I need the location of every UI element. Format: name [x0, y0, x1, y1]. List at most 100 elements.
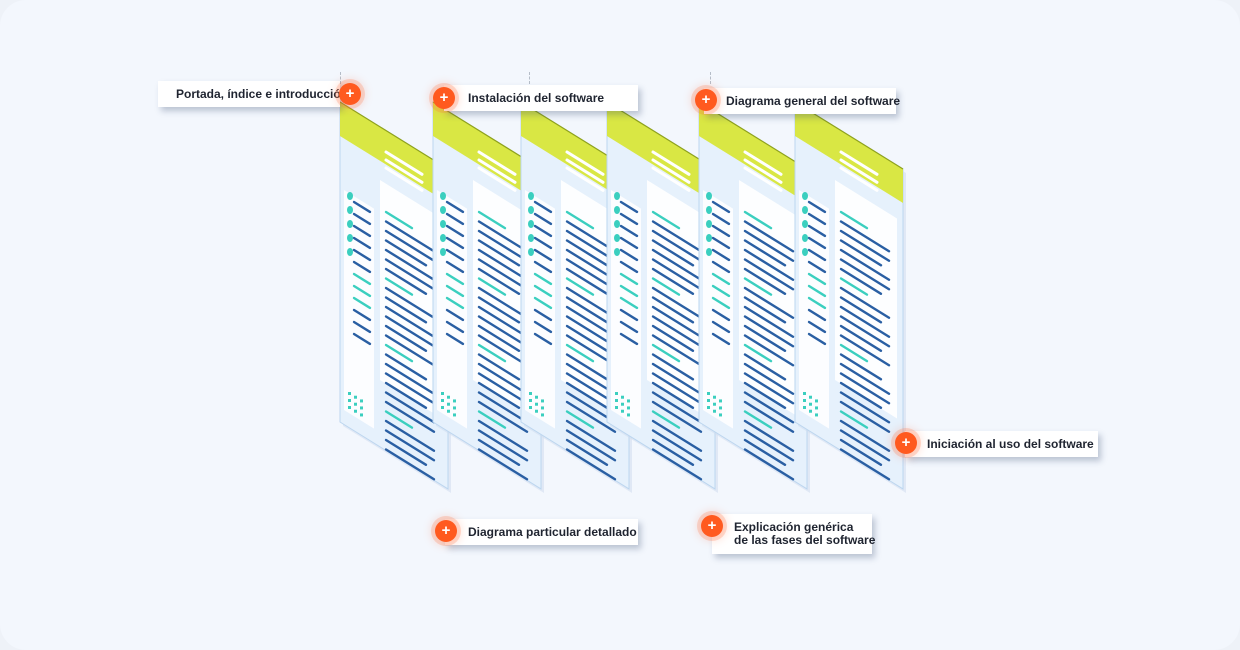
page-title-line — [384, 150, 424, 176]
page-grid-dot — [719, 399, 722, 403]
page-text-line — [651, 343, 681, 363]
page-text-line — [711, 332, 731, 346]
page-text-line — [651, 334, 703, 367]
page-bullet — [614, 220, 620, 228]
page-text-line — [477, 296, 521, 324]
page-text-line — [807, 236, 827, 250]
page-text-line — [619, 296, 639, 310]
page-text-line — [384, 296, 428, 324]
document-page — [432, 101, 544, 493]
page-text-line — [743, 277, 773, 296]
page-grid-dot — [621, 395, 624, 399]
hotspot-diagrama-particular[interactable]: + — [435, 520, 457, 542]
document-page — [698, 101, 810, 493]
page-text-line — [651, 381, 695, 409]
page-text-line — [533, 272, 553, 286]
hotspot-portada[interactable]: + — [339, 83, 361, 105]
page-bullet — [347, 206, 353, 214]
page-grid-dot — [815, 413, 818, 417]
page-bullet — [440, 192, 446, 200]
page-text-line — [533, 200, 553, 214]
page-text-line — [839, 410, 869, 429]
page-text-line — [839, 239, 883, 267]
page-text-line — [445, 296, 465, 310]
page-text-line — [711, 296, 731, 310]
page-text-line — [445, 332, 465, 346]
page-text-line — [839, 448, 891, 481]
page-text-line — [619, 212, 639, 226]
page-text-line — [839, 248, 891, 281]
page-text-line — [384, 267, 428, 295]
page-grid-dot — [803, 406, 806, 409]
hotspot-iniciacion[interactable]: + — [895, 432, 917, 454]
page-text-line — [477, 267, 521, 295]
page-grid-dot — [809, 409, 812, 413]
page-text-line — [807, 284, 827, 298]
page-text-line — [619, 308, 639, 322]
page-text-line — [839, 267, 883, 295]
page-text-line — [565, 381, 609, 409]
hotspot-instalacion[interactable]: + — [433, 87, 455, 109]
page-text-line — [839, 229, 891, 262]
page-title-line — [565, 166, 605, 192]
page-text-line — [565, 296, 609, 324]
page-text-line — [477, 362, 529, 395]
page-text-line — [384, 210, 414, 230]
callout-label-diagrama-general: Diagrama general del software — [726, 94, 901, 108]
page-grid-dot — [360, 399, 363, 403]
page-text-line — [384, 391, 436, 424]
page-text-line — [533, 260, 553, 274]
page-title-line — [839, 158, 879, 184]
hotspot-diagrama-general[interactable]: + — [695, 89, 717, 111]
page-bullet — [614, 248, 620, 256]
page-text-line — [619, 272, 639, 286]
page-grid-dot — [809, 395, 812, 399]
page-text-line — [445, 260, 465, 274]
hotspot-explicacion[interactable]: + — [701, 515, 723, 537]
page-text-line — [711, 308, 731, 322]
page-grid-dot — [541, 413, 544, 417]
page-text-line — [477, 239, 521, 267]
page-right-column — [380, 180, 442, 419]
page-text-line — [839, 305, 891, 338]
page-text-line — [384, 381, 428, 409]
page-text-line — [807, 272, 827, 286]
page-text-line — [651, 258, 703, 291]
page-text-line — [839, 315, 891, 348]
page-grid-dot — [815, 399, 818, 403]
page-text-line — [651, 286, 703, 319]
page-text-line — [384, 438, 428, 466]
page-text-line — [839, 296, 883, 324]
callout-label-explicacion-line-1: Explicación genérica — [734, 520, 854, 534]
page-text-line — [477, 305, 529, 338]
page-grid-dot — [447, 409, 450, 413]
page-text-line — [352, 272, 372, 286]
page-text-line — [565, 210, 595, 230]
page-title-line — [743, 150, 783, 176]
page-grid-dot — [803, 392, 806, 395]
callout-explicacion: Explicación genérica de las fases del so… — [712, 514, 875, 554]
callout-label-explicacion: Explicación genérica de las fases del so… — [712, 521, 885, 547]
page-grid-dot — [719, 413, 722, 417]
page-grid-dot — [803, 399, 806, 402]
page-header — [795, 102, 903, 203]
page-text-line — [711, 272, 731, 286]
page-text-line — [619, 200, 639, 214]
callout-label-portada: Portada, índice e introducción — [176, 87, 349, 101]
page-text-line — [477, 229, 529, 262]
page-title-line — [839, 166, 879, 192]
page-bullet — [706, 248, 712, 256]
page-text-line — [711, 236, 731, 250]
plus-icon: + — [707, 517, 717, 534]
page-text-line — [533, 248, 553, 262]
page-text-line — [477, 353, 521, 381]
page-grid-dot — [815, 406, 818, 410]
page-text-line — [384, 277, 414, 296]
plus-icon: + — [901, 434, 911, 451]
page-bullet — [528, 220, 534, 228]
page-text-line — [477, 391, 529, 424]
page-grid-dot — [809, 402, 812, 406]
page-text-line — [619, 320, 639, 334]
page-text-line — [565, 419, 617, 452]
page-bullet — [614, 206, 620, 214]
